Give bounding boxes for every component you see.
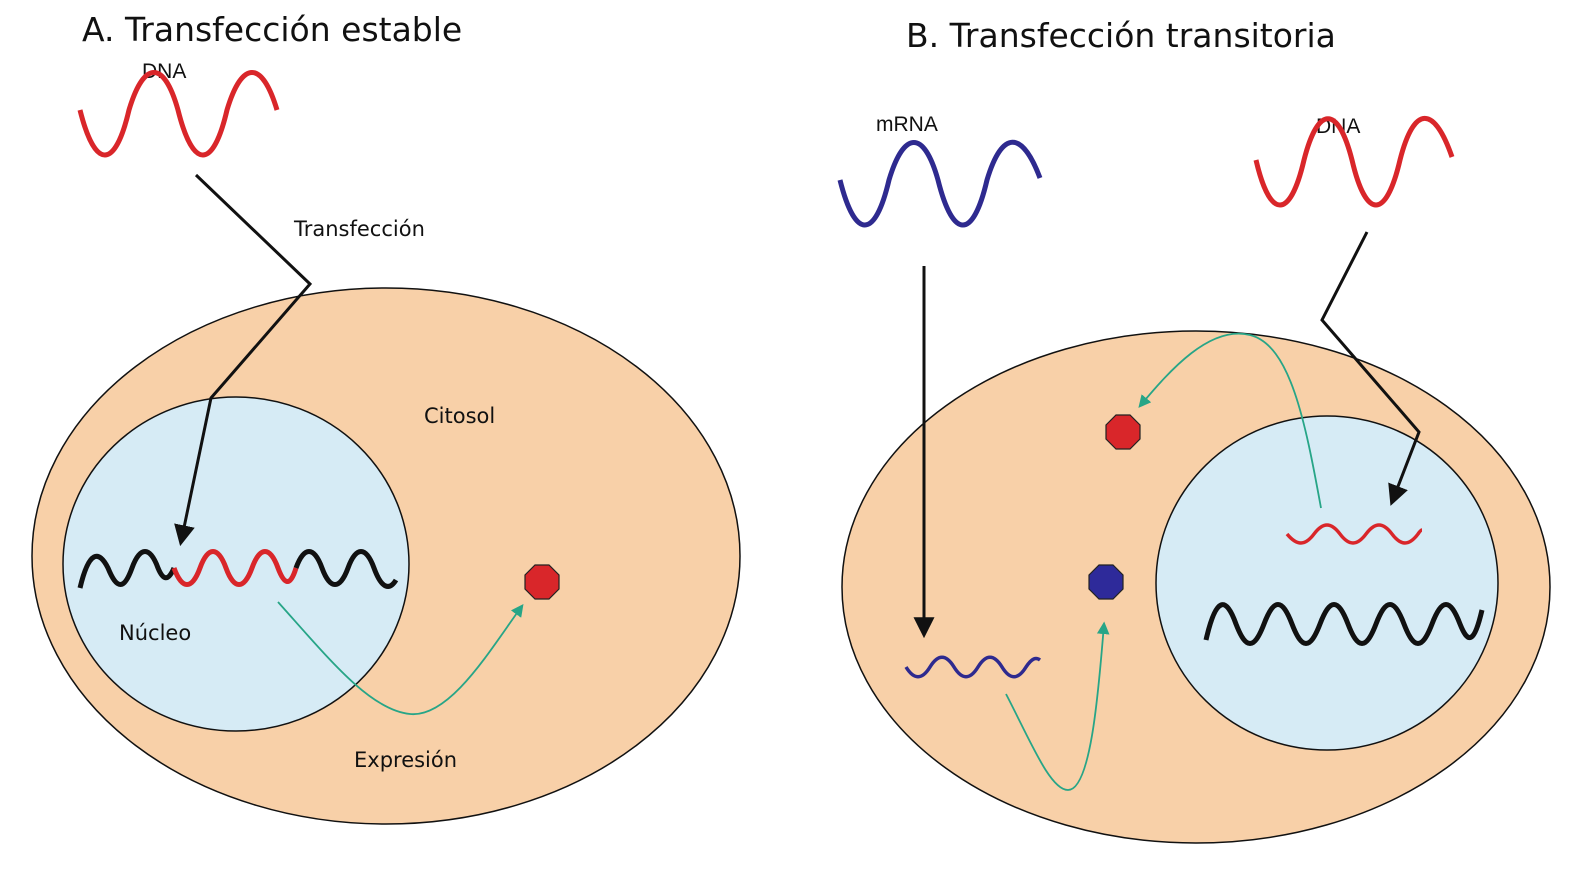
panel-b-nucleus: [1155, 415, 1499, 751]
panel-b-genome: [1203, 602, 1485, 646]
panel-b-mrna-wave: [837, 139, 1043, 228]
panel-a-protein-octagon: [524, 564, 560, 600]
panel-a-expression-label: Expresión: [354, 748, 457, 772]
panel-b-mrna-label: mRNA: [876, 113, 938, 136]
panel-a-dna-wave: [77, 70, 280, 158]
panel-a-title: A. Transfección estable: [82, 10, 462, 49]
panel-b-dna-arrow: [1320, 231, 1421, 506]
panel-a-integrated-dna: [171, 549, 299, 587]
panel-a-nucleus: [62, 396, 410, 732]
panel-a-cytosol-label: Citosol: [424, 404, 495, 428]
panel-a-expression-arrow: [277, 601, 524, 715]
panel-b-protein-red-octagon: [1105, 414, 1141, 450]
panel-b-protein-blue-octagon: [1088, 564, 1124, 600]
panel-b-title: B. Transfección transitoria: [906, 16, 1336, 55]
panel-b-expression-arrow: [1138, 332, 1322, 509]
panel-a-nucleus-label: Núcleo: [119, 621, 191, 645]
panel-b: B. Transfección transitoria mRNA DNA: [837, 16, 1551, 844]
panel-b-translation-arrow: [1005, 621, 1110, 791]
panel-a-transfection-arrow: [174, 173, 313, 547]
panel-a: A. Transfección estable DNA Citosol Núcl…: [31, 10, 741, 825]
panel-a-genome-left: [77, 549, 177, 589]
panel-a-transfection-label: Transfección: [293, 217, 425, 241]
panel-b-nuclear-dna: [1285, 523, 1423, 545]
panel-a-genome-right: [293, 549, 399, 589]
panel-a-dna-label: DNA: [142, 60, 186, 83]
panel-b-dna-wave: [1253, 115, 1455, 208]
panel-b-cytosolic-mrna: [904, 655, 1042, 679]
